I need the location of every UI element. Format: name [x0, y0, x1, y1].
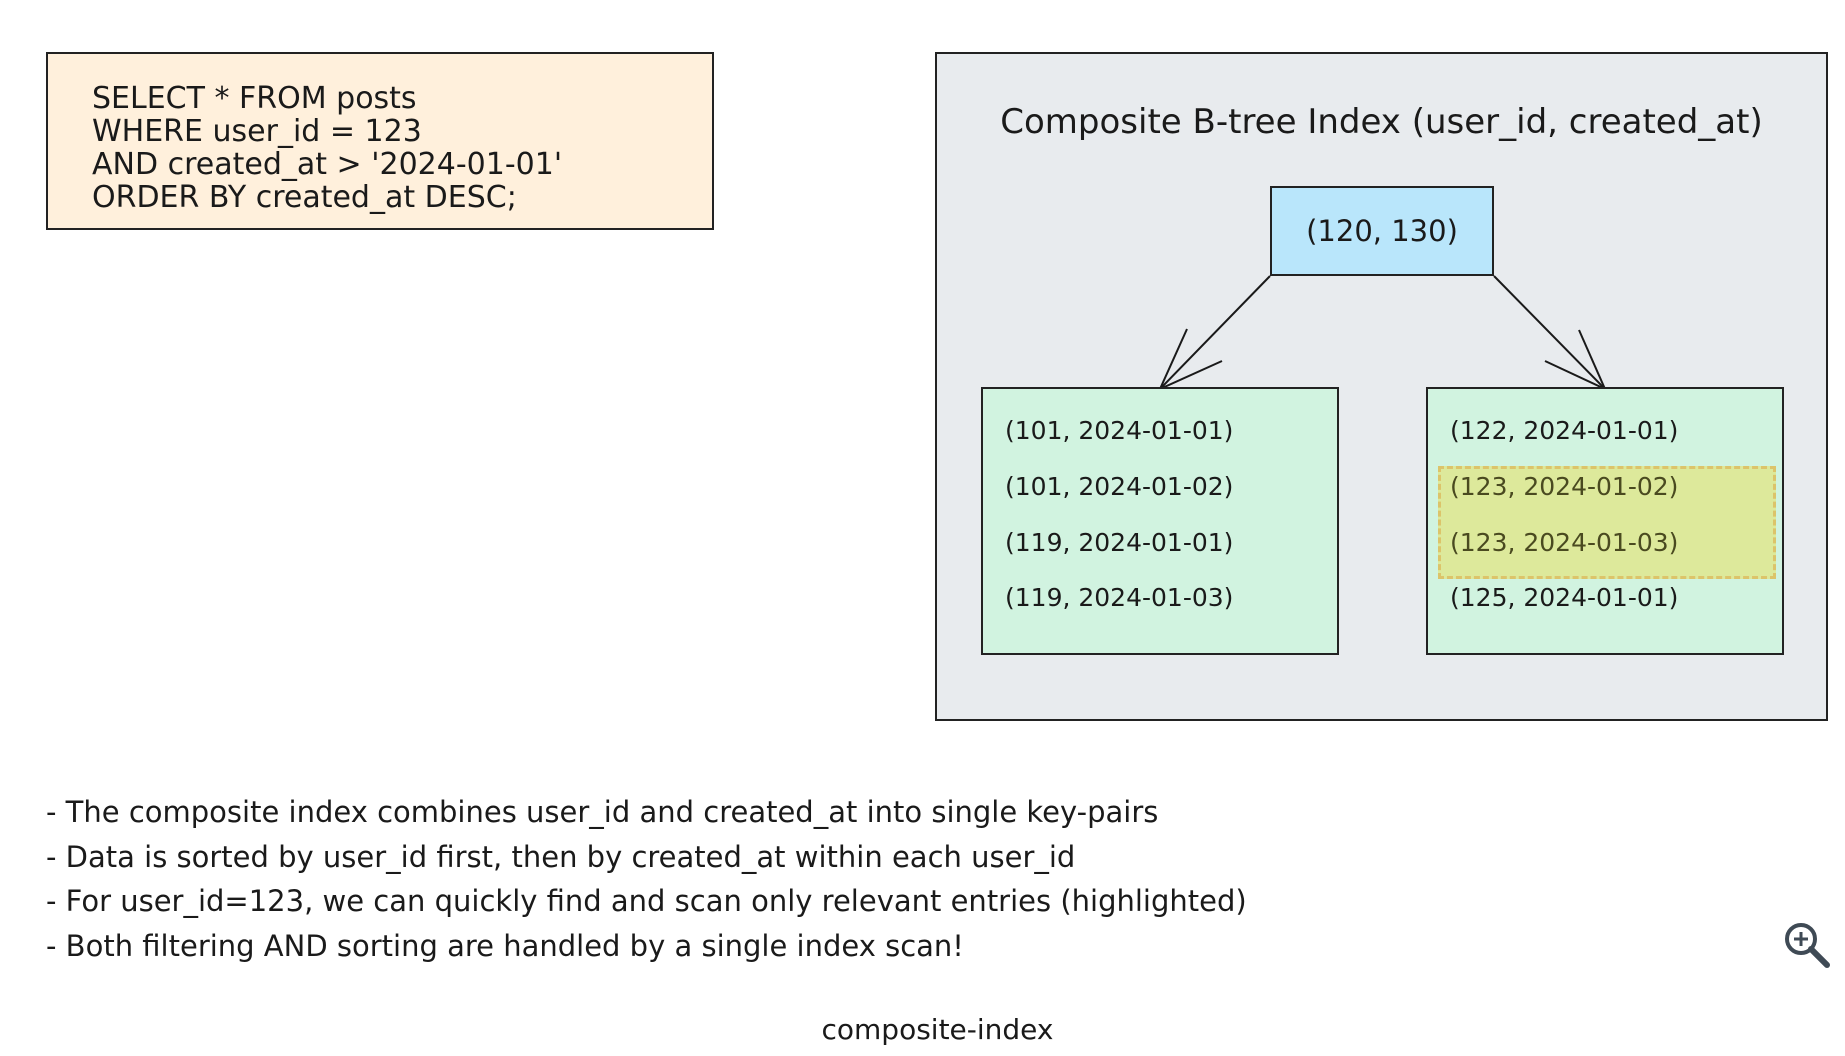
edge-root-to-left-leaf: [1159, 275, 1271, 390]
right-leaf-node: (122, 2024-01-01) (123, 2024-01-02) (123…: [1426, 387, 1784, 655]
note-line: - For user_id=123, we can quickly find a…: [46, 884, 1247, 918]
edge-left-arrowhead: [1159, 360, 1223, 390]
zoom-in-icon[interactable]: [1782, 920, 1832, 970]
edge-right-arrowhead: [1578, 329, 1606, 390]
edge-right-arrowhead: [1544, 360, 1606, 390]
query-line: WHERE user_id = 123: [92, 114, 422, 149]
explanation-notes: - The composite index combines user_id a…: [46, 790, 1247, 968]
leaf-entry: (125, 2024-01-01): [1450, 583, 1679, 612]
index-title: Composite B-tree Index (user_id, created…: [1000, 102, 1763, 142]
edge-left-arrowhead: [1159, 328, 1188, 390]
leaf-entry-highlighted: (123, 2024-01-02): [1450, 472, 1679, 501]
highlighted-range: [1438, 466, 1776, 579]
root-node: (120, 130): [1270, 186, 1494, 276]
figure-caption: composite-index: [821, 1013, 1054, 1046]
leaf-entry: (101, 2024-01-01): [1005, 416, 1234, 445]
left-leaf-node: (101, 2024-01-01) (101, 2024-01-02) (119…: [981, 387, 1339, 655]
sql-query-box: SELECT * FROM posts WHERE user_id = 123 …: [46, 52, 714, 230]
leaf-entry: (119, 2024-01-01): [1005, 528, 1234, 557]
note-line: - Both filtering AND sorting are handled…: [46, 928, 964, 963]
root-node-keys: (120, 130): [1306, 214, 1458, 248]
leaf-entry: (122, 2024-01-01): [1450, 416, 1679, 445]
note-line: - Data is sorted by user_id first, then …: [46, 839, 1076, 874]
query-line: SELECT * FROM posts: [92, 81, 417, 116]
query-line: ORDER BY created_at DESC;: [92, 180, 517, 215]
leaf-entry: (119, 2024-01-03): [1005, 583, 1234, 612]
note-line: - The composite index combines user_id a…: [46, 795, 1159, 829]
leaf-entry-highlighted: (123, 2024-01-03): [1450, 528, 1679, 557]
query-line: AND created_at > '2024-01-01': [92, 147, 563, 182]
edge-root-to-right-leaf: [1493, 275, 1606, 390]
index-diagram-panel: Composite B-tree Index (user_id, created…: [935, 52, 1828, 721]
leaf-entry: (101, 2024-01-02): [1005, 472, 1234, 501]
